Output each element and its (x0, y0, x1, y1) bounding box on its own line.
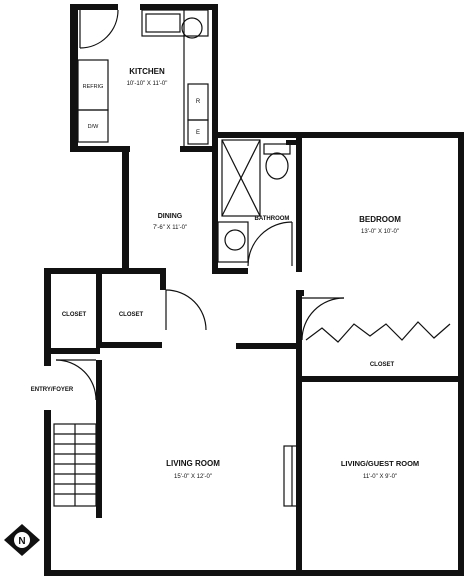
dishwasher-label: D/W (88, 124, 100, 130)
range-e-label: E (196, 130, 200, 136)
second-bedroom-dims: 11'-0" X 9'-0" (363, 474, 397, 480)
living-room-dims: 15'-0" X 12'-0" (174, 474, 212, 480)
closet-bedroom-label: CLOSET (370, 362, 395, 368)
fridge-label: REFRIG (83, 84, 104, 90)
dining-label: DINING (158, 213, 183, 220)
kitchen-dims: 10'-10" X 11'-0" (127, 81, 168, 87)
dining-dims: 7'-6" X 11'-0" (153, 225, 187, 231)
kitchen-fixtures (77, 9, 209, 146)
bathroom-fixtures (217, 139, 293, 267)
north-compass-icon: N (4, 524, 40, 556)
living-room-label: LIVING ROOM (166, 459, 220, 468)
kitchen-label: KITCHEN (129, 67, 165, 76)
bedroom-label: BEDROOM (359, 215, 401, 224)
range-r-label: R (196, 99, 201, 105)
bedroom-dims: 13'-0" X 10'-0" (361, 229, 399, 235)
second-bedroom-label: LIVING/GUEST ROOM (341, 459, 419, 468)
closet-mid-label: CLOSET (119, 312, 144, 318)
door-swings (55, 289, 451, 507)
bathroom-label: BATHROOM (255, 216, 290, 222)
closet-left-label: CLOSET (62, 312, 87, 318)
stairs (53, 423, 97, 507)
compass-letter: N (18, 536, 25, 547)
entry-label: ENTRY/FOYER (31, 387, 74, 393)
walls (44, 4, 464, 576)
